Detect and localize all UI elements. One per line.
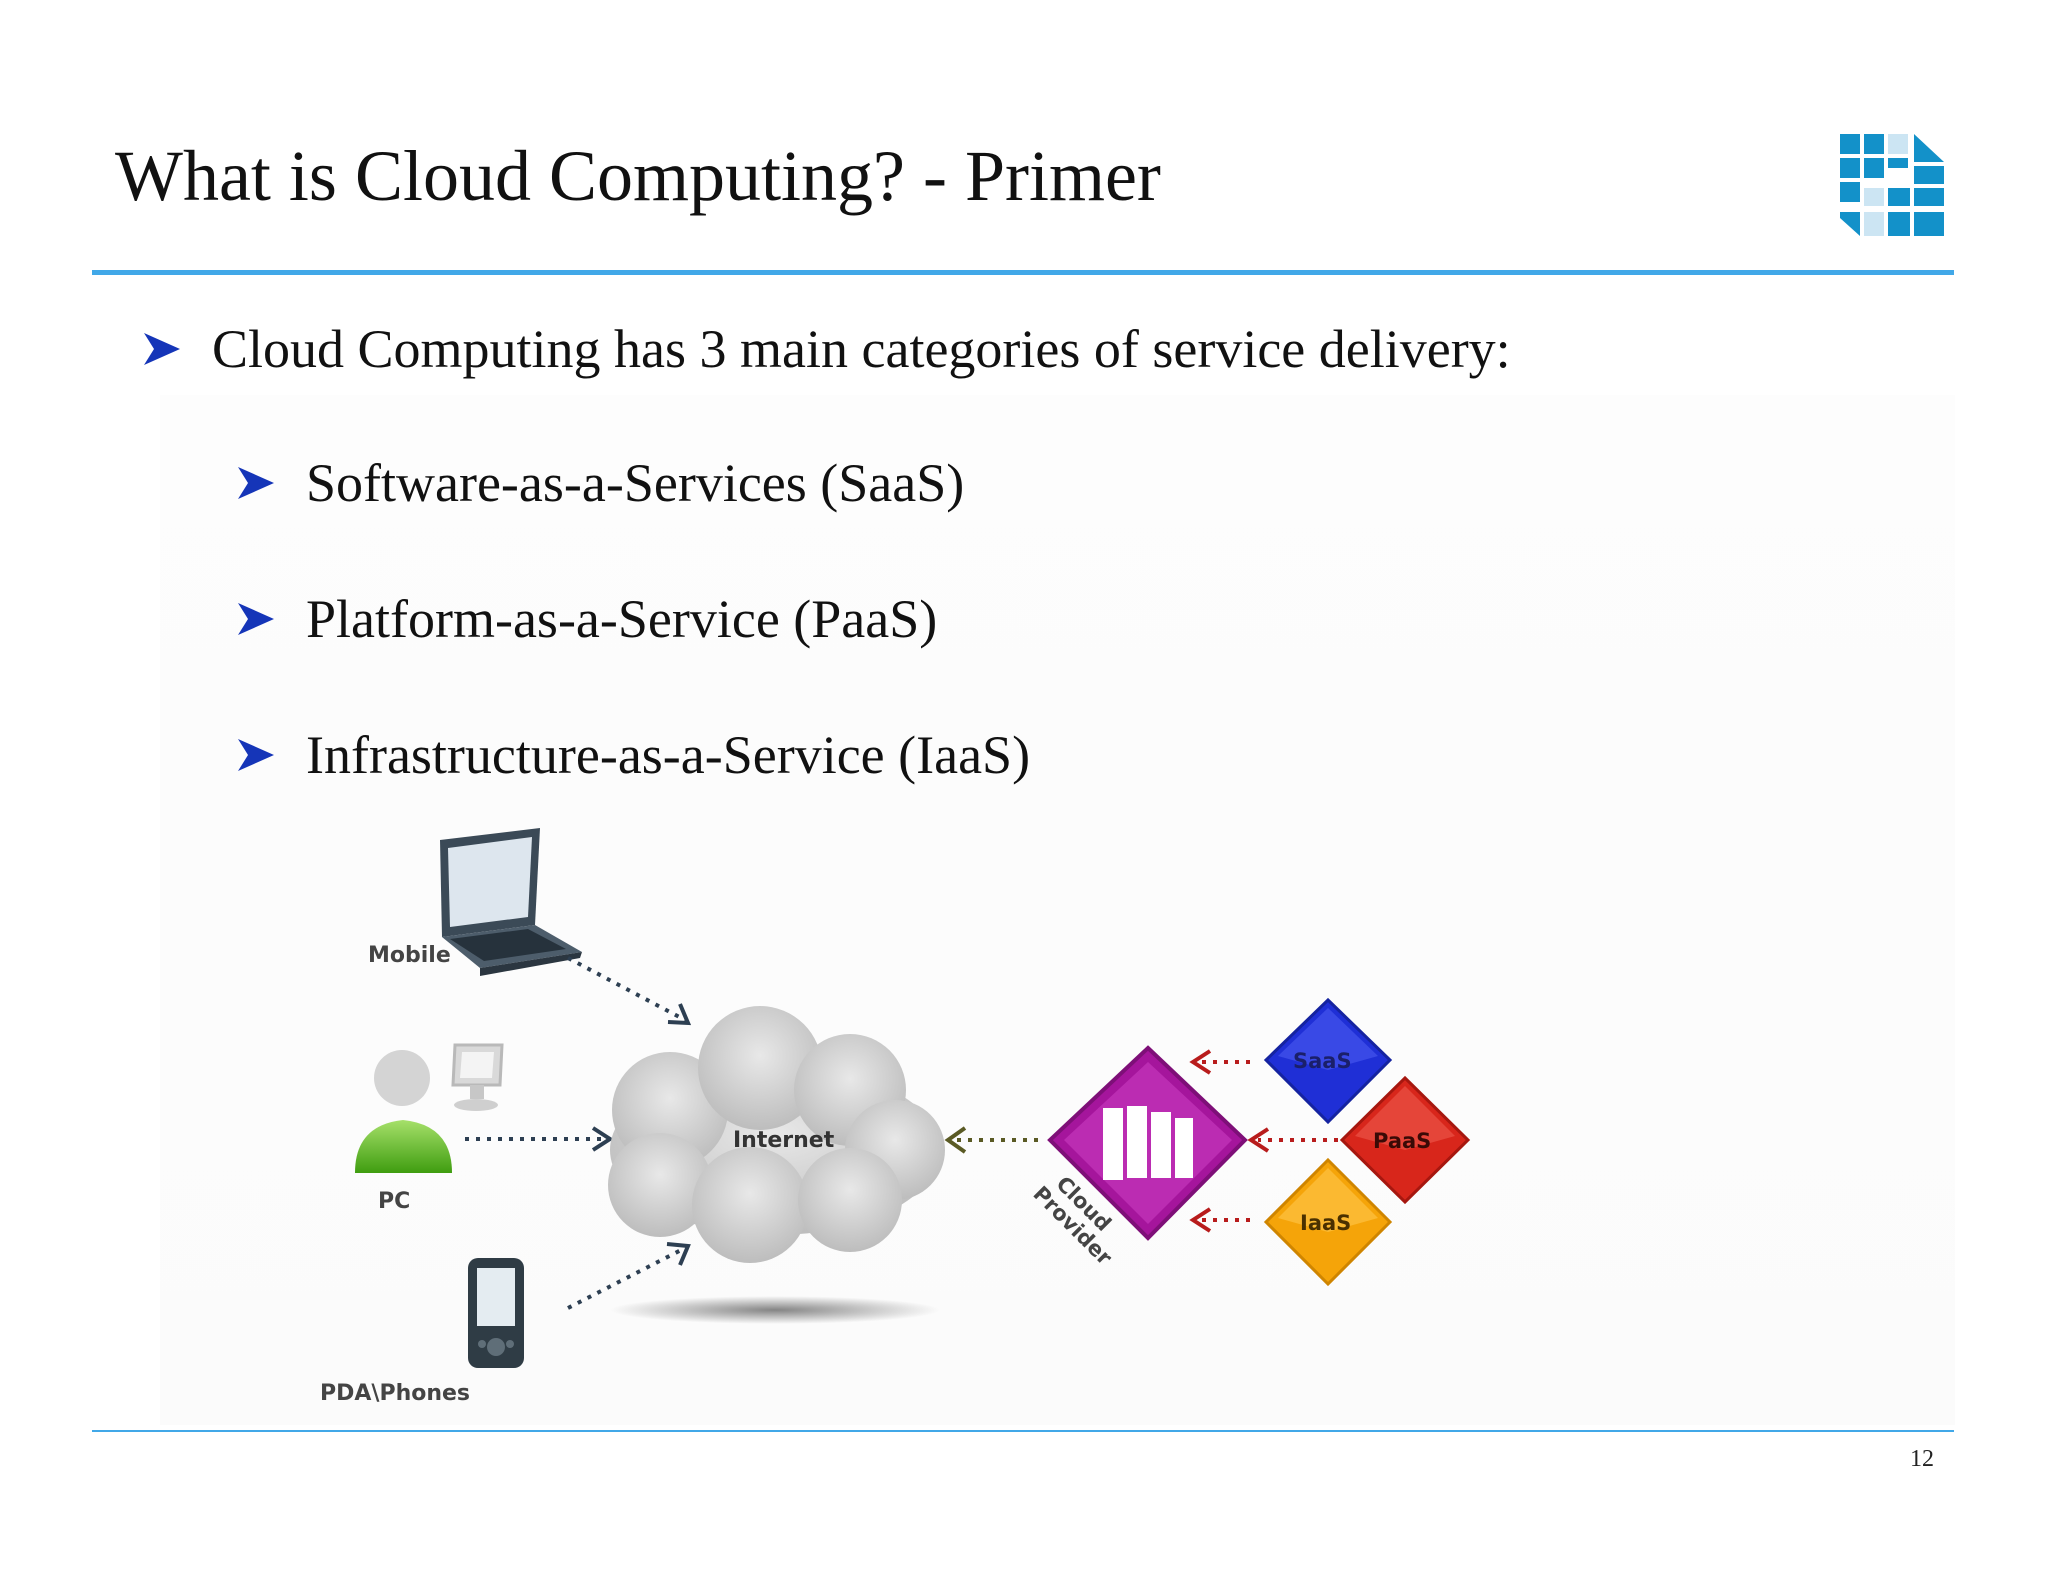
pc-user-icon: [355, 1043, 504, 1173]
footer-divider: [92, 1430, 1954, 1432]
arrow-paas-to-provider: [1247, 1127, 1338, 1153]
pc-label: PC: [378, 1189, 410, 1214]
arrow-saas-to-provider: [1189, 1049, 1250, 1075]
bullet-arrow-icon: [144, 333, 180, 365]
saas-diamond: [1263, 997, 1393, 1125]
arrow-pda-to-internet: [567, 1242, 691, 1310]
mobile-label: Mobile: [368, 943, 451, 968]
bullet-item-main: Cloud Computing has 3 main categories of…: [142, 322, 1511, 376]
internet-label: Internet: [733, 1128, 835, 1153]
paas-diamond: [1339, 1075, 1471, 1205]
bullet-item-paas: Platform-as-a-Service (PaaS): [236, 592, 937, 646]
arrow-provider-to-internet: [944, 1126, 1038, 1154]
arrow-mobile-to-internet: [567, 956, 692, 1026]
page-number: 12: [1910, 1446, 1934, 1472]
bullet-text: Infrastructure-as-a-Service (IaaS): [306, 725, 1031, 785]
internet-cloud-icon: [608, 1006, 945, 1324]
bullet-text: Cloud Computing has 3 main categories of…: [212, 319, 1511, 379]
bullet-item-iaas: Infrastructure-as-a-Service (IaaS): [236, 728, 1030, 782]
bullet-arrow-icon: [238, 467, 274, 499]
arrow-pc-to-internet: [465, 1126, 614, 1152]
bullet-text: Software-as-a-Services (SaaS): [306, 453, 965, 513]
bullet-item-saas: Software-as-a-Services (SaaS): [236, 456, 964, 510]
arrow-iaas-to-provider: [1189, 1207, 1250, 1233]
bullet-arrow-icon: [238, 739, 274, 771]
company-logo-icon: [1840, 134, 1944, 236]
iaas-label: IaaS: [1300, 1211, 1351, 1235]
laptop-icon: [440, 828, 582, 976]
paas-label: PaaS: [1373, 1129, 1431, 1153]
pda-label: PDA\Phones: [320, 1381, 470, 1406]
iaas-diamond: [1263, 1157, 1393, 1287]
bullet-arrow-icon: [238, 603, 274, 635]
cloud-computing-diagram: Mobile PC PDA\Phones: [320, 828, 1471, 1406]
bullet-text: Platform-as-a-Service (PaaS): [306, 589, 938, 649]
cloud-provider-server-icon: [1047, 1045, 1248, 1241]
title-divider: [92, 270, 1954, 275]
slide-title: What is Cloud Computing? - Primer: [115, 136, 1161, 216]
pda-phone-icon: [468, 1258, 524, 1368]
saas-label: SaaS: [1293, 1049, 1352, 1073]
